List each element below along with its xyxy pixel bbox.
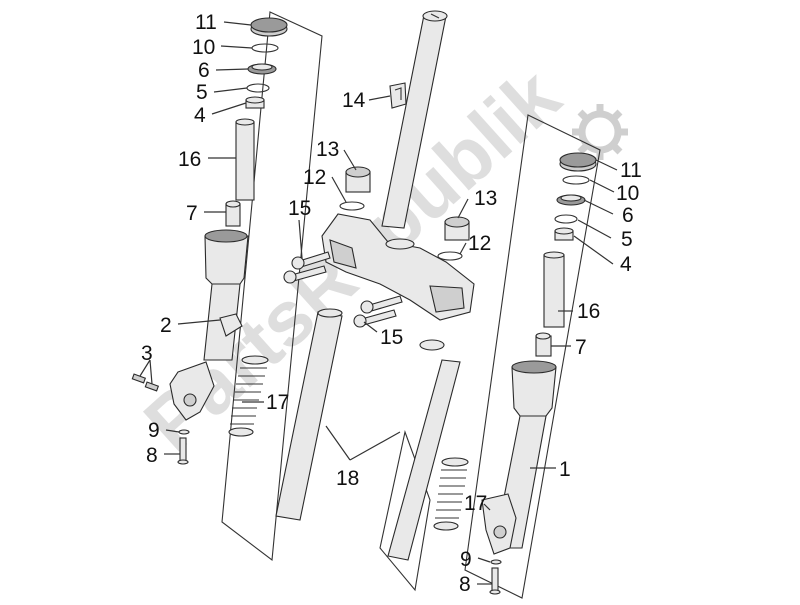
- left-fork-body-2: [169, 229, 249, 421]
- callout-5-left: 5: [196, 81, 208, 104]
- callout-18: 18: [336, 467, 359, 490]
- right-ring-10: [562, 175, 590, 185]
- left-fork-frame: [221, 11, 323, 562]
- ring-12-left: [339, 201, 365, 211]
- right-ring-5: [554, 214, 578, 224]
- callout-11-left: 11: [195, 11, 217, 34]
- callout-10-left: 10: [192, 36, 215, 59]
- right-fork-frame: [464, 114, 601, 599]
- right-bolt-8: [489, 567, 501, 595]
- callout-6-left: 6: [198, 59, 210, 82]
- right-spring-17: [433, 457, 469, 531]
- callout-15-lower: 15: [380, 326, 403, 349]
- callout-7-right: 7: [575, 336, 587, 359]
- ring-12-right: [437, 251, 463, 261]
- left-bushing-4: [245, 96, 265, 109]
- callout-7-left: 7: [186, 202, 198, 225]
- right-cap-11: [559, 152, 597, 172]
- callout-12-right: 12: [468, 232, 491, 255]
- callout-1: 1: [559, 458, 571, 481]
- left-stanchion: [275, 308, 343, 521]
- triple-clamp: [321, 213, 475, 321]
- callout-5-right: 5: [621, 228, 633, 251]
- cap-13-left: [345, 166, 371, 193]
- right-bushing-4: [554, 227, 574, 241]
- callout-9-right: 9: [460, 548, 472, 571]
- callout-15-upper: 15: [288, 197, 311, 220]
- callout-17-right: 17: [464, 492, 487, 515]
- bolts-15-lower: [353, 295, 403, 328]
- right-fork-body-1: [481, 360, 557, 555]
- center-fork-frame: [379, 430, 431, 592]
- left-cap-11: [250, 17, 288, 37]
- left-rod-16: [235, 118, 255, 201]
- left-ring-10: [251, 43, 279, 53]
- callout-10-right: 10: [616, 182, 639, 205]
- callout-16-right: 16: [577, 300, 600, 323]
- callout-14: 14: [342, 89, 366, 112]
- callout-13-left: 13: [316, 138, 339, 161]
- callout-16-left: 16: [178, 148, 201, 171]
- left-bush-7: [225, 200, 241, 227]
- callout-8-right: 8: [459, 573, 471, 596]
- callout-13-right: 13: [474, 187, 497, 210]
- bolts-15-upper: [283, 251, 331, 284]
- callout-11-right: 11: [620, 159, 642, 182]
- right-bush-7: [535, 332, 552, 357]
- callout-12-left: 12: [303, 166, 326, 189]
- right-bearing-6: [556, 194, 586, 206]
- clip-14: [389, 82, 407, 109]
- left-washer-9: [178, 429, 190, 435]
- left-ring-5: [246, 83, 270, 93]
- center-bushing: [419, 339, 445, 351]
- callout-4-left: 4: [194, 104, 206, 127]
- callout-4-right: 4: [620, 253, 632, 276]
- callout-labels: 11 10 6 5 4 16 7 2 3 17 9 8 14 13 12 15 …: [141, 11, 642, 596]
- left-screws-3: [131, 373, 160, 392]
- callout-17-left: 17: [266, 391, 289, 414]
- callout-6-right: 6: [622, 204, 634, 227]
- callout-8-left: 8: [146, 444, 158, 467]
- left-bolt-8: [177, 437, 189, 465]
- center-tube: [381, 10, 448, 229]
- callout-2: 2: [160, 314, 172, 337]
- callout-3: 3: [141, 342, 153, 365]
- right-rod-16: [543, 251, 565, 328]
- callout-9-left: 9: [148, 419, 160, 442]
- cap-13-right: [444, 216, 470, 241]
- left-spring-17: [228, 355, 269, 437]
- leader-lines: [139, 21, 618, 585]
- right-lower-tube: [387, 359, 461, 561]
- left-bearing-6: [247, 63, 277, 75]
- right-washer-9: [490, 559, 502, 565]
